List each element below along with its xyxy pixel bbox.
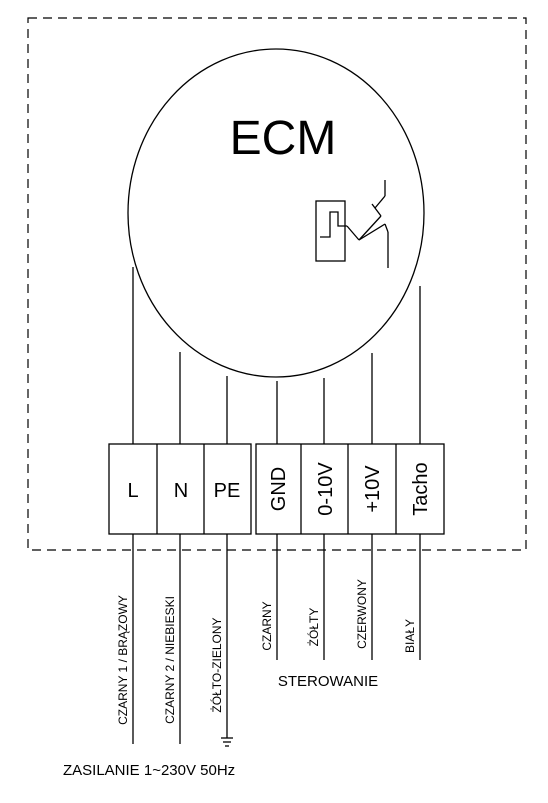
wire-color-0-10v: ŻÓŁTY bbox=[306, 608, 321, 647]
thermal-switch-icon bbox=[315, 180, 389, 268]
ground-icon bbox=[221, 737, 233, 747]
power-terminal-block: L N PE bbox=[108, 443, 252, 535]
terminal-plus-10v-label: +10V bbox=[362, 465, 384, 513]
motor-circle bbox=[127, 48, 425, 378]
terminal-gnd-label: GND bbox=[268, 467, 290, 511]
terminal-pe-label: PE bbox=[214, 480, 241, 502]
control-terminal-block: GND 0-10V +10V Tacho bbox=[255, 443, 445, 535]
wire-color-10v: CZERWONY bbox=[355, 579, 369, 649]
terminal-l-label: L bbox=[127, 480, 138, 502]
terminal-n-label: N bbox=[174, 480, 188, 502]
terminal-tacho-label: Tacho bbox=[410, 462, 432, 515]
wire-color-tacho: BIAŁY bbox=[403, 619, 417, 653]
terminal-0-10v-label: 0-10V bbox=[315, 462, 337, 516]
wire-color-pe: ŻÓŁTO-ZIELONY bbox=[209, 617, 224, 712]
sterowanie-label: STEROWANIE bbox=[278, 673, 378, 690]
wire-color-l: CZARNY 1 / BRĄZOWY bbox=[116, 595, 130, 725]
wire-color-gnd: CZARNY bbox=[260, 601, 274, 650]
motor-label: ECM bbox=[230, 112, 337, 165]
wire-color-n: CZARNY 2 / NIEBIESKI bbox=[163, 596, 177, 724]
zasilanie-label: ZASILANIE 1~230V 50Hz bbox=[63, 762, 235, 779]
output-wires bbox=[132, 534, 421, 744]
motor-wires bbox=[132, 267, 421, 444]
